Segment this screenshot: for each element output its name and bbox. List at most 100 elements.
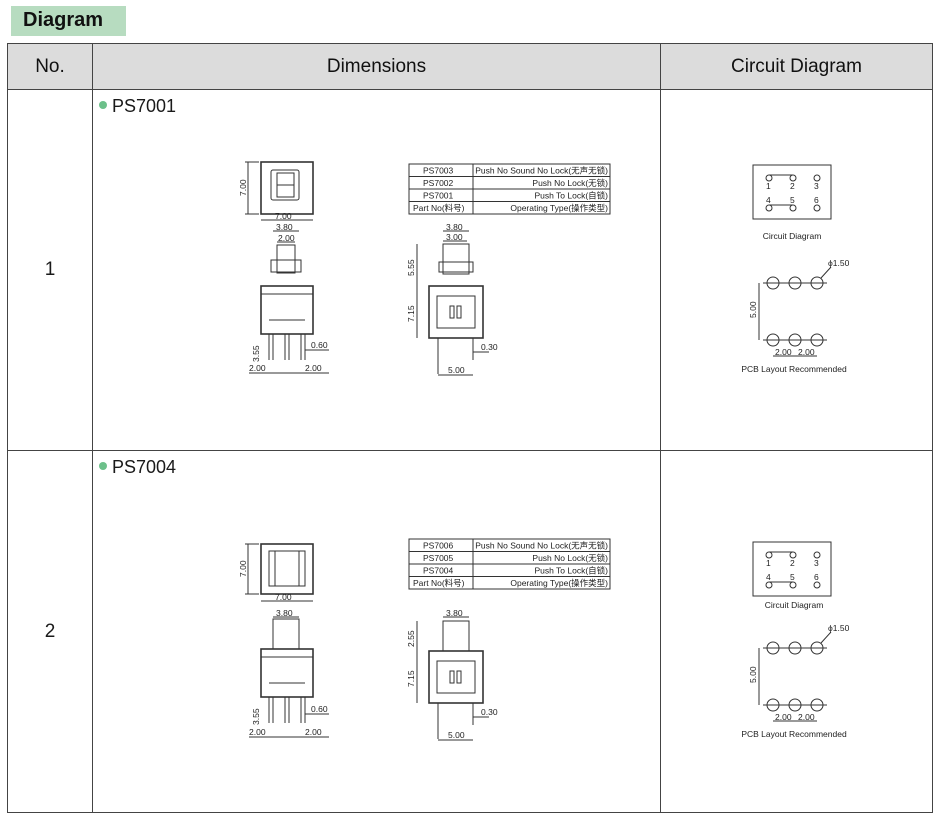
spec-table: PS7003 Push No Sound No Lock(无声无锁) PS700… [408, 163, 611, 215]
pcb-label: PCB Layout Recommended [741, 364, 847, 374]
circuit-pin-3: 3 [814, 558, 819, 568]
circuit-diagram: 1 2 3 4 5 6 Circuit Diagram [752, 164, 832, 241]
dim-top-height: 7.00 [238, 560, 248, 577]
pcb-layout: ϕ1.50 5.00 2.00 2.00 PCB Layout Recommen… [741, 623, 849, 739]
row-number: 1 [7, 89, 93, 451]
part-number: PS7004 [112, 457, 177, 477]
circuit-cell: 1 2 3 4 5 6 Circuit Diagram ϕ1.50 5.00 [660, 450, 933, 813]
circuit-pin-3: 3 [814, 181, 819, 191]
pcb-layout: ϕ1.50 5.00 2.00 2.00 PCB Layout Recommen… [741, 258, 849, 374]
side-view: 3.80 2.55 7.15 0.30 5.00 [406, 608, 498, 741]
pcb-pitch-right: 2.00 [798, 347, 815, 357]
spec-type-1: Push No Sound No Lock(无声无锁) [475, 541, 608, 551]
dim-cap-width: 3.80 [276, 608, 293, 618]
spec-part-header: Part No(料号) [413, 578, 465, 588]
table-row: 1 PS7001 7.00 7.00 [7, 89, 933, 451]
header-row: No. Dimensions Circuit Diagram [7, 43, 933, 90]
part-name: PS7004 [99, 457, 176, 478]
dim-stem-width: 2.00 [278, 233, 295, 243]
top-view: 7.00 7.00 [238, 161, 314, 221]
dimensions-cell: PS7004 7.00 7.00 3.80 [92, 450, 661, 813]
circuit-pin-2: 2 [790, 558, 795, 568]
row-number: 2 [7, 450, 93, 813]
dim-side-h2: 7.15 [406, 305, 416, 322]
circuit-pin-1: 1 [766, 181, 771, 191]
circuit-pin-6: 6 [814, 195, 819, 205]
circuit-drawing: 1 2 3 4 5 6 Circuit Diagram ϕ1.50 5.00 [741, 164, 850, 374]
spec-type-header: Operating Type(操作类型) [510, 578, 608, 588]
dim-side-pin: 0.30 [481, 707, 498, 717]
circuit-pin-5: 5 [790, 572, 795, 582]
side-view: 3.80 3.00 5.55 7.15 0.30 5.00 [406, 222, 498, 376]
pcb-pitch-left: 2.00 [775, 712, 792, 722]
part-number: PS7001 [112, 96, 177, 116]
spec-part-2: PS7005 [423, 553, 454, 563]
spec-type-3: Push To Lock(自锁) [534, 191, 608, 201]
circuit-pin-4: 4 [766, 572, 771, 582]
spec-part-3: PS7001 [423, 191, 454, 201]
dim-top-width: 7.00 [275, 211, 292, 221]
dim-top-width: 7.00 [275, 592, 292, 602]
circuit-cell: 1 2 3 4 5 6 Circuit Diagram ϕ1.50 5.00 [660, 89, 933, 451]
front-view: 3.80 2.00 3.55 0.60 2.00 2.00 [249, 222, 329, 374]
spec-part-1: PS7006 [423, 541, 454, 551]
spec-type-2: Push No Lock(无锁) [532, 178, 608, 188]
circuit-pin-6: 6 [814, 572, 819, 582]
dim-pitch-left: 2.00 [249, 727, 266, 737]
dim-side-pin: 0.30 [481, 342, 498, 352]
pcb-pitch-left: 2.00 [775, 347, 792, 357]
col-circuit-header: Circuit Diagram [660, 43, 933, 90]
table-row: 2 PS7004 7.00 7.00 3.80 [7, 450, 933, 813]
col-dimensions-header: Dimensions [92, 43, 661, 90]
spec-part-3: PS7004 [423, 566, 454, 576]
dim-side-h1: 5.55 [406, 259, 416, 276]
spec-part-header: Part No(料号) [413, 203, 465, 213]
pcb-label: PCB Layout Recommended [741, 729, 847, 739]
section-title: Diagram [23, 9, 104, 31]
dim-pitch-right: 2.00 [305, 363, 322, 373]
section-tag: Diagram [11, 6, 126, 36]
circuit-label: Circuit Diagram [765, 600, 824, 610]
dim-pin-width: 0.60 [311, 704, 328, 714]
dim-side-stem: 3.00 [446, 232, 463, 242]
bullet-dot-icon [99, 101, 107, 110]
dim-pitch-right: 2.00 [305, 727, 322, 737]
pcb-hole-dia: ϕ1.50 [828, 623, 850, 633]
pcb-pitch-right: 2.00 [798, 712, 815, 722]
dim-side-cap: 3.80 [446, 222, 463, 232]
col-no-header: No. [7, 43, 93, 90]
pcb-row-gap: 5.00 [748, 666, 758, 683]
dim-top-height: 7.00 [238, 179, 248, 196]
dim-pin-length: 3.55 [251, 708, 261, 725]
dim-side-h2: 7.15 [406, 670, 416, 687]
top-view: 7.00 7.00 [238, 543, 314, 602]
circuit-pin-2: 2 [790, 181, 795, 191]
dim-pin-width: 0.60 [311, 340, 328, 350]
circuit-label: Circuit Diagram [763, 231, 822, 241]
dim-cap-width: 3.80 [276, 222, 293, 232]
spec-part-1: PS7003 [423, 166, 454, 176]
dim-side-width: 5.00 [448, 730, 465, 740]
spec-type-header: Operating Type(操作类型) [510, 203, 608, 213]
dim-side-h1: 2.55 [406, 630, 416, 647]
circuit-pin-1: 1 [766, 558, 771, 568]
dimension-drawing: 7.00 7.00 3.80 3.55 0.60 [238, 538, 611, 741]
dim-side-width: 5.00 [448, 365, 465, 375]
dimensions-cell: PS7001 7.00 7.00 3.80 [92, 89, 661, 451]
spec-type-2: Push No Lock(无锁) [532, 553, 608, 563]
spec-part-2: PS7002 [423, 178, 454, 188]
dim-pin-length: 3.55 [251, 345, 261, 362]
spec-table: PS7006 Push No Sound No Lock(无声无锁) PS700… [408, 538, 611, 590]
dim-pitch-left: 2.00 [249, 363, 266, 373]
pcb-hole-dia: ϕ1.50 [828, 258, 850, 268]
bullet-dot-icon [99, 462, 107, 471]
spec-type-1: Push No Sound No Lock(无声无锁) [475, 166, 608, 176]
circuit-diagram: 1 2 3 4 5 6 Circuit Diagram [752, 541, 832, 610]
front-view: 3.80 3.55 0.60 2.00 2.00 [249, 608, 329, 738]
pcb-row-gap: 5.00 [748, 301, 758, 318]
circuit-drawing: 1 2 3 4 5 6 Circuit Diagram ϕ1.50 5.00 [741, 541, 850, 739]
circuit-pin-5: 5 [790, 195, 795, 205]
part-name: PS7001 [99, 96, 176, 117]
dim-side-cap: 3.80 [446, 608, 463, 618]
circuit-pin-4: 4 [766, 195, 771, 205]
